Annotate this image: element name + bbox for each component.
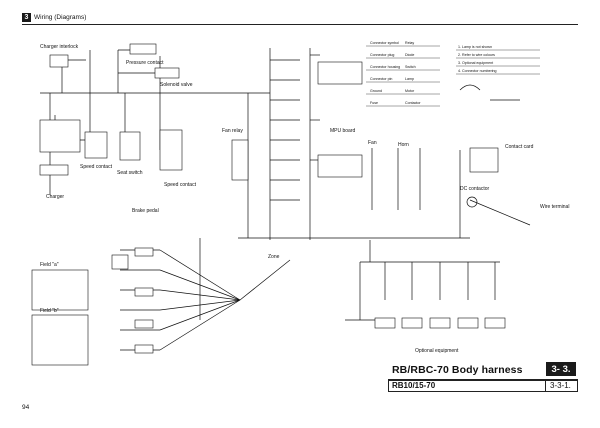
footer-rule [388,379,578,380]
header-rule [22,24,578,25]
charger-connector-block [39,119,81,153]
label-zone: Zone [268,254,280,260]
section-title: Wiring (Diagrams) [34,13,87,21]
page-number: 94 [22,404,30,411]
fan-relay-connector [231,139,249,181]
label-horn: Horn [398,142,409,148]
legend-entry: Motor [405,89,415,93]
label-seat-switch: Seat switch [117,170,143,176]
label-field-b: Field "b" [40,308,59,314]
legend-entry: Lamp [405,77,414,81]
footer-section-box: 3- 3. [546,362,576,376]
label-pressure-contact: Pressure contact [126,60,164,66]
label-speed-contact-2: Speed contact [164,182,197,188]
label-optional-equipment: Optional equipment [415,348,459,354]
note-entry: 3. Optional equipment [458,61,493,65]
legend-entry: Connector pin [370,77,392,81]
label-wire-terminal: Wire terminal [540,204,569,210]
footer-model-box [388,380,578,392]
legend-entry: Contactor [405,101,421,105]
speed-contact-connector [84,131,108,159]
field-a-box [31,269,89,311]
legend-entry: Diode [405,53,414,57]
note-entry: 2. Refer to wire colours [458,53,495,57]
footer-subsection: 3-3-1. [550,381,571,390]
section-number-badge: 3 [22,12,31,22]
legend-entry: Connector housing [370,65,400,69]
label-contact-card: Contact card [505,144,534,150]
label-field-a: Field "a" [40,262,59,268]
section-header: 3 Wiring (Diagrams) [22,12,86,22]
speed-contact-2-connector [159,129,183,171]
legend-entry: Switch [405,65,416,69]
footer-model: RB10/15-70 [392,381,436,390]
label-fan: Fan [368,140,377,146]
footer-divider [545,380,546,392]
pressure-contact-connector [129,43,157,55]
label-dc-contactor: DC contactor [460,186,490,192]
label-speed-contact: Speed contact [80,164,113,170]
legend-entry: Connector plug [370,53,394,57]
legend-entry: Fuse [370,101,378,105]
note-entry: 1. Lamp is not shown [458,45,492,49]
label-charger: Charger [46,194,64,200]
footer-title: RB/RBC-70 Body harness [392,364,523,376]
label-solenoid-valve: Solenoid valve [160,82,193,88]
field-b-box [31,314,89,366]
mpu-board-connector-1 [317,61,363,85]
note-entry: 4. Connector numbering [458,69,497,73]
wire-terminal-ring [466,196,478,208]
fan-block-connector [469,147,499,173]
charger-interlock-connector [49,54,69,68]
legend-entry: Relay [405,41,414,45]
mpu-board-connector-2 [317,154,363,178]
label-brake-pedal: Brake pedal [132,208,159,214]
legend-entry: Ground [370,89,382,93]
label-mpu-board: MPU board [330,128,356,134]
legend-entry: Connector symbol [370,41,399,45]
solenoid-valve-connector [154,67,180,79]
label-fan-relay: Fan relay [222,128,243,134]
label-charger-interlock: Charger interlock [40,44,79,50]
